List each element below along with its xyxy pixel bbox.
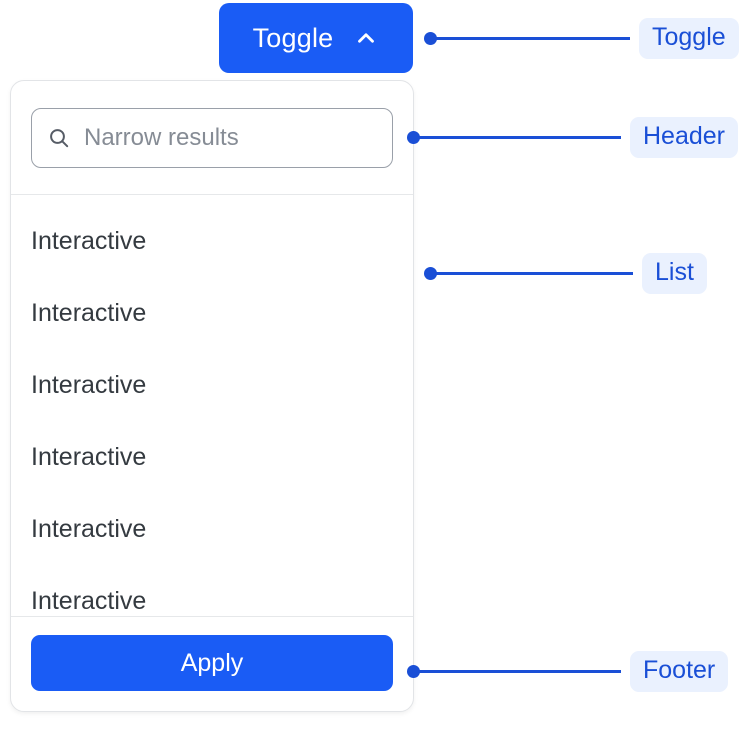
annotation-footer: Footer xyxy=(407,650,729,692)
list-item-label: Interactive xyxy=(31,226,147,255)
panel-footer: Apply xyxy=(11,616,413,711)
annotation-label-header: Header xyxy=(630,116,738,158)
list-item-label: Interactive xyxy=(31,298,147,327)
dropdown-panel: Interactive Interactive Interactive Inte… xyxy=(10,80,414,712)
toggle-button-label: Toggle xyxy=(252,22,334,53)
list-item[interactable]: Interactive xyxy=(11,277,413,349)
annotation-line xyxy=(419,135,621,139)
annotation-dot xyxy=(424,31,437,45)
annotation-line xyxy=(436,36,630,40)
apply-button[interactable]: Apply xyxy=(31,635,393,691)
annotation-label-list: List xyxy=(642,252,707,294)
list-item[interactable]: Interactive xyxy=(11,349,413,421)
search-box[interactable] xyxy=(31,108,393,168)
list-item[interactable]: Interactive xyxy=(11,493,413,565)
annotation-line xyxy=(436,271,633,275)
list-item-label: Interactive xyxy=(31,586,147,615)
chevron-up-icon xyxy=(353,25,379,51)
annotation-line xyxy=(419,669,621,673)
list-item-label: Interactive xyxy=(31,514,147,543)
list-item-label: Interactive xyxy=(31,370,147,399)
annotation-dot xyxy=(407,130,420,144)
panel-header xyxy=(11,81,413,195)
annotation-header: Header xyxy=(407,116,738,158)
annotation-toggle: Toggle xyxy=(424,17,739,59)
search-icon xyxy=(46,125,72,151)
search-input[interactable] xyxy=(84,109,378,167)
list-item[interactable]: Interactive xyxy=(11,565,413,616)
list-item-label: Interactive xyxy=(31,442,147,471)
annotation-dot xyxy=(407,664,420,678)
list-item[interactable]: Interactive xyxy=(11,421,413,493)
toggle-button[interactable]: Toggle xyxy=(219,3,413,73)
panel-list: Interactive Interactive Interactive Inte… xyxy=(11,195,413,616)
annotation-label-toggle: Toggle xyxy=(639,17,739,59)
list-item[interactable]: Interactive xyxy=(11,205,413,277)
annotation-label-footer: Footer xyxy=(630,650,729,692)
annotation-list: List xyxy=(424,252,707,294)
annotation-dot xyxy=(424,266,437,280)
